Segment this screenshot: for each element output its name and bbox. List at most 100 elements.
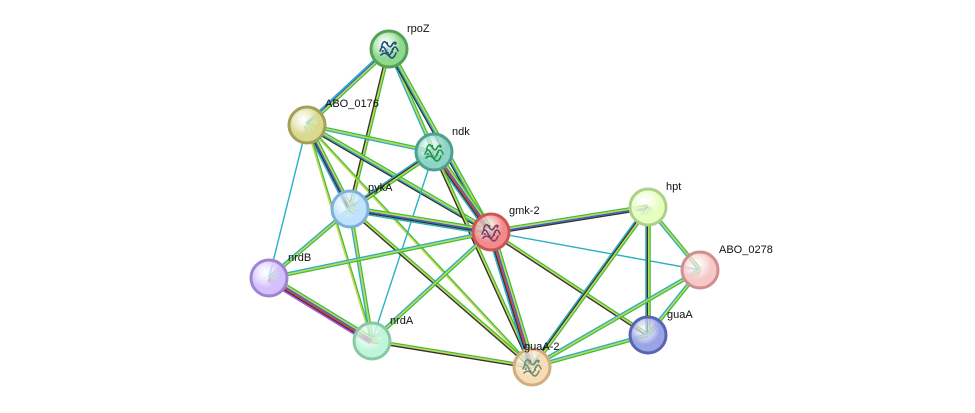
- edge-evidence-line: [350, 205, 492, 230]
- node-abo-0176[interactable]: ABO_0176: [287, 98, 379, 145]
- node-circle: [680, 250, 720, 290]
- edge-gmk-2-hpt[interactable]: [490, 204, 649, 235]
- node-circle: [330, 189, 370, 229]
- node-circle: [249, 258, 289, 298]
- edge-evidence-line: [531, 334, 649, 368]
- node-pyka[interactable]: pykA: [330, 182, 393, 229]
- node-label: gmk-2: [509, 205, 540, 217]
- edge-evidence-line: [306, 125, 434, 155]
- edge-abo-0176-nrda[interactable]: [305, 124, 374, 342]
- node-circle: [352, 321, 392, 361]
- node-circle: [287, 105, 327, 145]
- edge-evidence-line: [531, 206, 650, 368]
- node-gmk-2[interactable]: gmk-2: [471, 205, 540, 252]
- protein-structure-icon: [379, 40, 399, 59]
- edge-evidence-line: [349, 209, 491, 235]
- edge-gmk-2-abo-0278[interactable]: [490, 231, 701, 271]
- edge-ndk-nrda[interactable]: [371, 151, 435, 342]
- edge-nrda-guaa-2[interactable]: [371, 338, 533, 370]
- edge-evidence-line: [432, 152, 532, 368]
- node-label: nrdB: [288, 252, 311, 264]
- edge-pyka-nrda[interactable]: [347, 208, 375, 342]
- edge-evidence-line: [489, 232, 648, 337]
- node-label: rpoZ: [407, 23, 430, 35]
- edge-evidence-line: [531, 269, 701, 368]
- node-guaa-2[interactable]: guaA-2: [512, 341, 559, 387]
- edge-guaa-guaa-2[interactable]: [531, 332, 649, 370]
- edge-evidence-line: [530, 268, 700, 367]
- node-circle: [471, 212, 511, 252]
- edge-evidence-line: [350, 206, 492, 232]
- edge-evidence-line: [371, 231, 492, 342]
- edge-abo-0176-nrdb[interactable]: [268, 124, 308, 279]
- node-label: nrdA: [390, 315, 414, 327]
- edge-evidence-line: [347, 48, 389, 209]
- edge-evidence-line: [350, 208, 375, 341]
- edge-evidence-line: [270, 274, 375, 339]
- node-label: ABO_0176: [325, 98, 379, 110]
- edge-evidence-line: [372, 232, 493, 343]
- node-label: ndk: [452, 126, 470, 138]
- edge-evidence-line: [268, 278, 373, 343]
- node-ndk[interactable]: ndk: [414, 126, 470, 172]
- edge-evidence-line: [349, 208, 373, 342]
- node-nrda[interactable]: nrdA: [352, 315, 414, 361]
- edge-evidence-line: [268, 124, 308, 279]
- node-circle: [628, 315, 668, 355]
- node-label: ABO_0278: [719, 244, 773, 256]
- node-circle: [369, 29, 409, 69]
- edge-evidence-line: [347, 209, 372, 342]
- node-label: hpt: [666, 181, 681, 193]
- edge-gmk-2-nrdb[interactable]: [268, 229, 492, 281]
- node-circle: [628, 187, 668, 227]
- edge-evidence-line: [491, 231, 534, 367]
- edge-evidence-line: [349, 208, 533, 368]
- edge-evidence-line: [349, 211, 491, 236]
- edge-gmk-2-guaa-2[interactable]: [486, 230, 537, 369]
- edge-evidence-line: [349, 208, 492, 233]
- edge-evidence-line: [350, 207, 534, 367]
- edge-evidence-line: [268, 229, 491, 278]
- edge-evidence-line: [348, 209, 532, 369]
- edge-evidence-line: [529, 205, 647, 367]
- edge-evidence-line: [305, 126, 491, 235]
- node-abo-0278[interactable]: ABO_0278: [680, 244, 773, 290]
- edge-pyka-guaa-2[interactable]: [348, 207, 534, 369]
- protein-structure-icon: [522, 358, 542, 377]
- edge-hpt-guaa[interactable]: [645, 207, 651, 335]
- edge-evidence-line: [307, 122, 435, 152]
- edge-evidence-line: [490, 231, 649, 336]
- node-circle: [512, 347, 552, 387]
- edge-hpt-guaa-2[interactable]: [529, 205, 651, 369]
- node-rpoz[interactable]: rpoZ: [369, 23, 430, 69]
- edge-evidence-line: [306, 124, 435, 153]
- edge-evidence-line: [349, 48, 390, 210]
- edge-evidence-line: [370, 230, 491, 341]
- protein-structure-icon: [424, 143, 444, 162]
- node-nrdb[interactable]: nrdB: [249, 252, 311, 298]
- edge-evidence-line: [350, 49, 392, 210]
- edge-evidence-line: [489, 231, 532, 368]
- node-hpt[interactable]: hpt: [628, 181, 681, 227]
- edge-abo-0278-guaa-2[interactable]: [530, 268, 702, 369]
- edge-pyka-gmk-2[interactable]: [349, 205, 492, 236]
- edge-rpoz-pyka[interactable]: [347, 48, 392, 210]
- edge-evidence-line: [307, 124, 374, 341]
- edge-evidence-line: [531, 332, 648, 367]
- edge-nrdb-nrda[interactable]: [266, 274, 375, 345]
- edge-evidence-line: [490, 204, 648, 231]
- node-label: guaA-2: [524, 341, 559, 353]
- edge-evidence-line: [491, 208, 649, 235]
- protein-structure-icon: [481, 223, 501, 242]
- edge-evidence-line: [488, 232, 531, 368]
- node-guaa[interactable]: guaA: [628, 309, 693, 355]
- edge-evidence-line: [490, 205, 648, 233]
- node-label: guaA: [667, 309, 693, 321]
- edge-gmk-2-nrda[interactable]: [370, 230, 493, 343]
- edge-evidence-line: [267, 279, 372, 344]
- edge-evidence-line: [530, 206, 649, 367]
- edge-evidence-line: [305, 125, 372, 342]
- edge-abo-0176-ndk[interactable]: [306, 122, 435, 155]
